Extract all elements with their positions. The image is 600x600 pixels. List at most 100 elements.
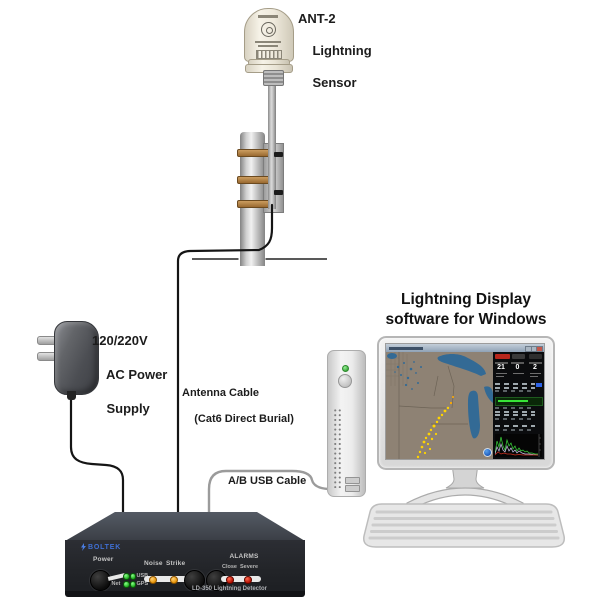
detector-model-label: LD-350 Lightning Detector [191, 586, 267, 592]
usb-cable-label-text: A/B USB Cable [228, 475, 307, 487]
antenna-cable-label-line: (Cat6 Direct Burial) [194, 413, 294, 425]
table-row [495, 414, 535, 416]
display-title-line: software for Windows [385, 311, 547, 328]
tower-port [345, 477, 360, 484]
gps-led-label: GPS [136, 580, 149, 587]
stat-header-bar [511, 361, 524, 364]
strike-rate-graph [494, 434, 542, 457]
alarm-led-bar [221, 575, 261, 582]
stat-caption-bar [495, 375, 504, 377]
noise-strike-led-bar [144, 575, 187, 582]
sensor-label-line: ANT-2 [298, 11, 336, 26]
stat-value: 2 [533, 364, 537, 371]
net-led-label: Net [111, 580, 121, 587]
sensor-emblem-inner [266, 27, 273, 34]
stat-value: 21 [497, 364, 505, 371]
noise-label: Noise [144, 560, 163, 567]
table-row [495, 428, 535, 431]
sensor-brand-mark [258, 15, 278, 18]
monitor-stand-neck [445, 463, 485, 489]
table-row [495, 417, 535, 420]
panel-badge [529, 353, 542, 359]
gps-led [123, 581, 130, 588]
sensor-label: ANT-2 Lightning Sensor [298, 11, 372, 91]
map-lakes [387, 353, 493, 439]
lightning-bolt-icon [81, 543, 86, 551]
stats-panel: 21 0 2 [493, 352, 544, 459]
alarm-badge [495, 353, 510, 359]
power-supply-label-line: Supply [106, 401, 150, 416]
monitor-screen: 21 0 2 [385, 343, 545, 460]
antenna-cable [176, 203, 274, 514]
usb-led-label: USB [136, 572, 149, 579]
stat-header-bar [494, 361, 508, 364]
adapter-cable-stub [67, 391, 76, 400]
usb-led [123, 573, 130, 580]
cable-clip [274, 152, 283, 157]
antenna-cable-label-line: Antenna Cable [182, 387, 260, 399]
map-borders [398, 352, 468, 459]
power-supply-label-line: 120/220V [92, 333, 148, 348]
sensor-code-box [256, 50, 282, 59]
display-title-line: Lightning Display [400, 291, 532, 308]
sensor-text-bar [255, 41, 281, 43]
map-logo-dot [483, 448, 492, 457]
graph-line-white [494, 442, 538, 456]
power-knob [90, 570, 111, 591]
display-software-title: Lightning Display software for Windows [368, 290, 564, 330]
stat-caption-bar [512, 373, 524, 375]
lightning-map [386, 352, 493, 459]
graph-line-red [494, 451, 538, 456]
table-row [495, 390, 535, 392]
table-header-row [495, 407, 535, 409]
close-alarm-label: Close [222, 564, 237, 570]
detector-front-panel: BOLTEK Power USB Net GPS Noise Strike AL… [65, 540, 305, 592]
sensor-connector [263, 70, 284, 86]
close-alarm-led [226, 576, 234, 584]
sensor-mast [268, 82, 276, 209]
table-row [495, 383, 535, 385]
stat-header-bar [528, 361, 542, 364]
ac-power-adapter [54, 321, 99, 395]
table-row [495, 386, 535, 389]
usb-led [129, 573, 136, 580]
power-supply-label-line: AC Power [105, 367, 168, 382]
power-cable [69, 394, 125, 514]
strike-label: Strike [166, 560, 186, 567]
sensor-label-line: Sensor [312, 75, 357, 90]
table-row [495, 425, 535, 427]
power-supply-label: 120/220V AC Power Supply [92, 332, 167, 417]
antenna-cable-label: Antenna Cable (Cat6 Direct Burial) [182, 387, 294, 426]
strike-led [170, 575, 178, 584]
severe-alarm-label: Severe [240, 564, 259, 570]
sensor-label-line: Lightning [312, 43, 372, 58]
status-banner-text-bar [497, 400, 528, 402]
alarms-label: ALARMS [229, 553, 259, 560]
usb-cable [207, 469, 340, 514]
close-button [536, 345, 543, 353]
sensor-emblem-icon [261, 22, 276, 37]
stat-caption-bar [530, 373, 541, 375]
tower-power-led [342, 365, 349, 372]
graph-line-green [494, 436, 538, 455]
stat-value: 0 [515, 364, 520, 371]
noise-led [149, 575, 157, 584]
squelch-knob [184, 570, 205, 591]
gps-led [129, 581, 136, 588]
window-titlebar [386, 344, 544, 353]
sensor-text-bar [258, 45, 278, 47]
stat-caption-bar [530, 375, 538, 377]
usb-cable-label: A/B USB Cable [228, 475, 306, 488]
detector-base [65, 591, 305, 597]
window-title-text [389, 346, 423, 350]
table-row [495, 410, 535, 413]
status-banner [494, 397, 543, 406]
tower-power-button [338, 374, 352, 388]
tower-port [345, 485, 360, 492]
cable-clip [274, 190, 283, 195]
keyboard-ridges [368, 510, 560, 540]
power-label: Power [93, 556, 114, 563]
boltek-logo: BOLTEK [81, 543, 121, 551]
